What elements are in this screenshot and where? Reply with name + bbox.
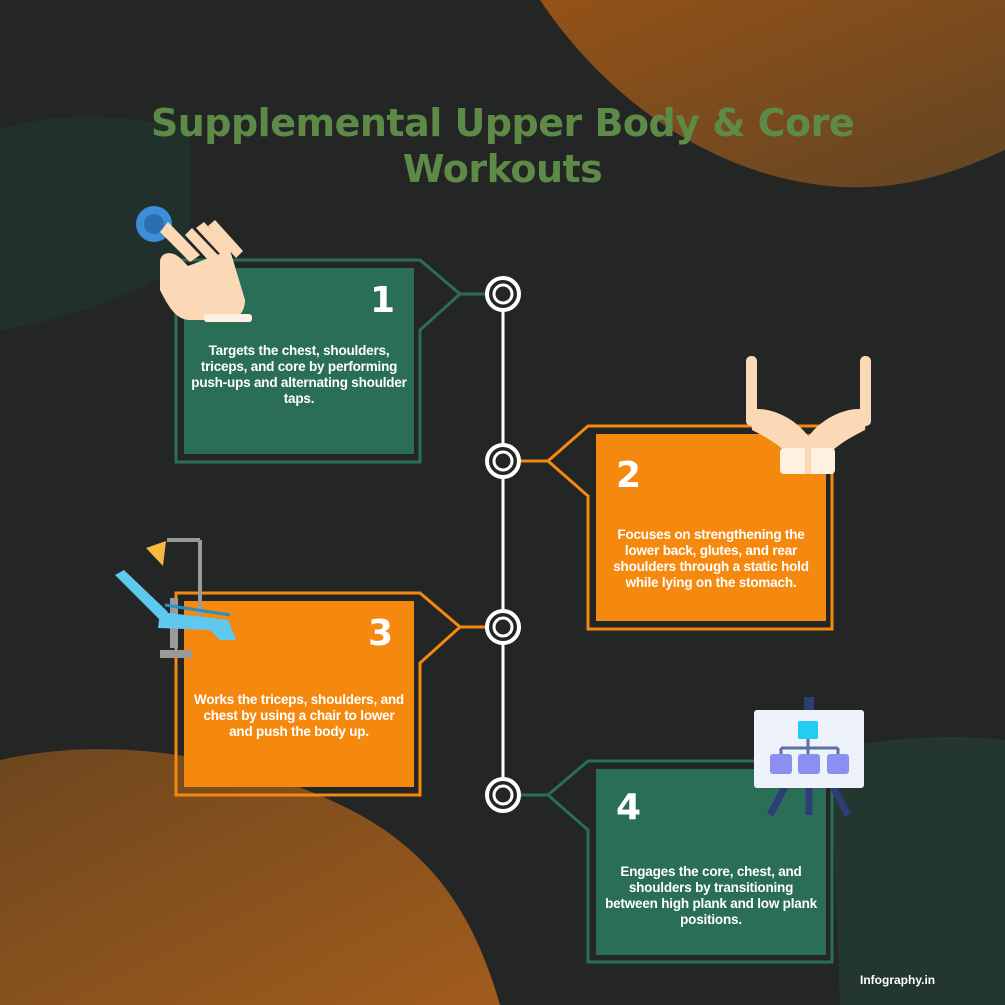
step-text-4: Engages the core, chest, and shoulders b… — [605, 864, 817, 927]
step-number-2: 2 — [616, 455, 642, 496]
card-4-fill — [596, 769, 826, 955]
pointing-hand-icon — [136, 206, 252, 322]
card-4-outline — [518, 759, 834, 964]
dental-chair-icon — [115, 538, 236, 658]
flowchart-board-icon — [754, 697, 864, 817]
step-card-2 — [518, 424, 834, 631]
top-right-blob — [540, 0, 1005, 188]
card-2-outline — [518, 424, 834, 631]
step-text-3: Works the triceps, shoulders, and chest … — [194, 692, 404, 739]
timeline-node-4 — [485, 777, 521, 813]
step-text-2: Focuses on strengthening the lower back,… — [613, 527, 809, 590]
card-1-outline — [174, 258, 488, 464]
step-number-3: 3 — [368, 613, 394, 654]
card-3-outline — [174, 591, 488, 797]
timeline-node-3 — [485, 609, 521, 645]
timeline-node-2 — [485, 443, 521, 479]
brand-watermark: Infography.in — [860, 973, 936, 987]
left-dark-band — [0, 116, 190, 330]
page-title: Supplemental Upper Body & Core Workouts — [150, 101, 855, 191]
step-text-1: Targets the chest, shoulders, triceps, a… — [191, 343, 407, 406]
open-hands-icon — [746, 356, 871, 474]
bottom-left-blob — [0, 749, 500, 1005]
step-card-4 — [518, 759, 834, 964]
timeline-node-1 — [485, 276, 521, 312]
step-number-4: 4 — [616, 787, 642, 828]
bottom-right-blob — [830, 737, 1005, 1005]
step-number-1: 1 — [370, 280, 396, 321]
